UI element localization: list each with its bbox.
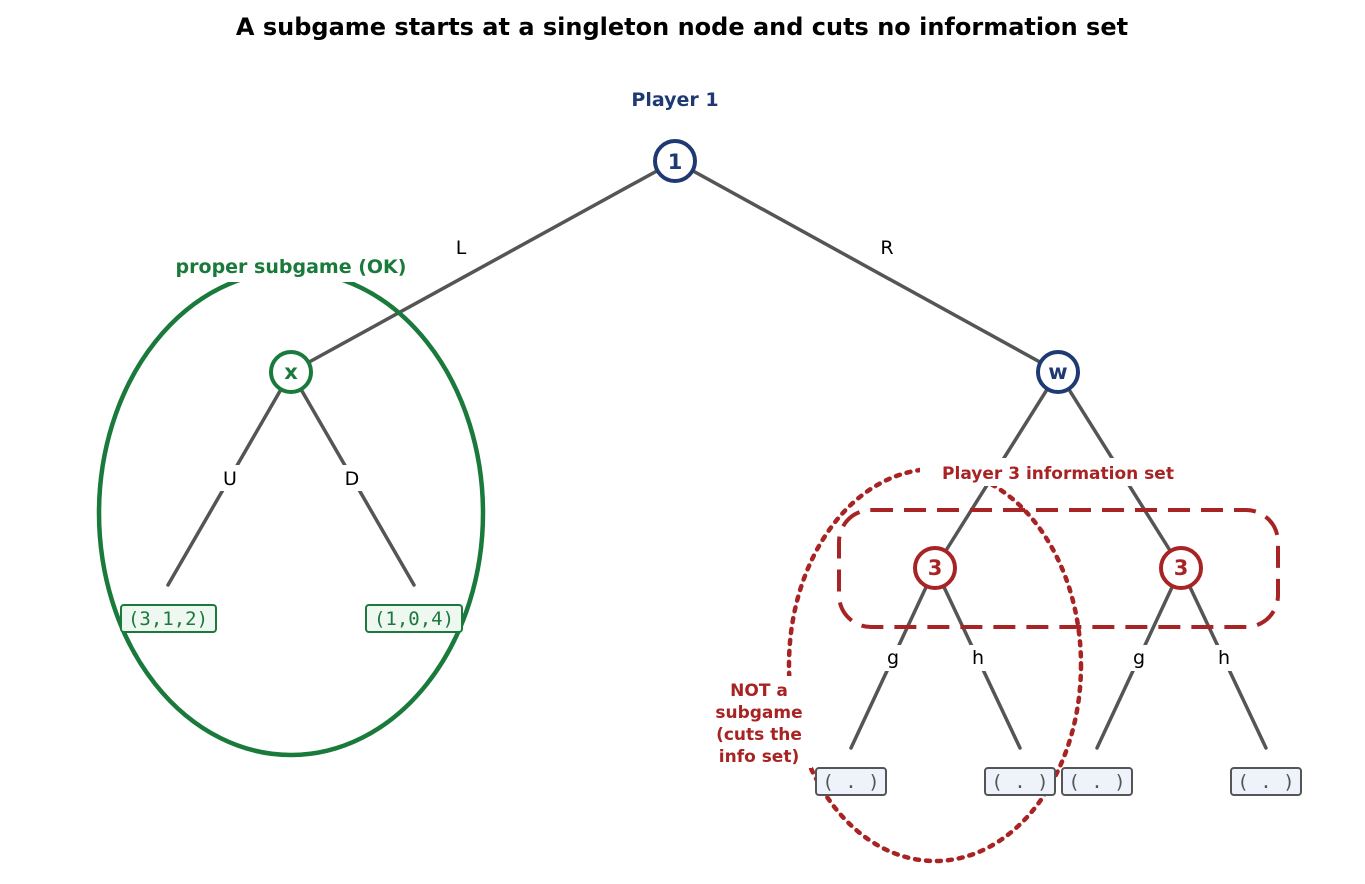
payoff-left3-h-text: ( . ) <box>991 771 1048 793</box>
proper-subgame-caption: proper subgame (OK) <box>176 256 407 278</box>
action-label-L: L <box>456 237 467 259</box>
payoff-right3-h: ( . ) <box>1230 767 1302 796</box>
payoff-right3-g-text: ( . ) <box>1068 771 1125 793</box>
player1-label: Player 1 <box>631 89 718 111</box>
player3-node-left-label: 3 <box>928 556 943 580</box>
node-x-label: x <box>284 360 298 384</box>
payoff-D: (1,0,4) <box>365 604 463 633</box>
edge-root-to-w <box>673 159 1060 374</box>
player3-node-right-label: 3 <box>1174 556 1189 580</box>
payoff-right3-g: ( . ) <box>1061 767 1133 796</box>
label-backdrop-h1 <box>967 645 989 671</box>
infoset-caption: Player 3 information set <box>942 464 1174 484</box>
root-node: 1 <box>653 139 697 183</box>
not-subgame-ellipse <box>786 466 1084 864</box>
not-subgame-note-backdrop <box>704 676 812 768</box>
action-label-h-left: h <box>972 647 984 669</box>
not-subgame-note-line1: NOT a <box>730 681 788 701</box>
label-backdrop-U <box>219 465 241 491</box>
payoff-left3-g: ( . ) <box>815 767 887 796</box>
label-backdrop-h2 <box>1213 645 1235 671</box>
label-backdrop-D <box>341 465 363 491</box>
payoff-right3-h-text: ( . ) <box>1237 771 1294 793</box>
label-backdrop-g2 <box>1128 645 1150 671</box>
proper-subgame-ellipse <box>96 268 486 758</box>
action-label-h-right: h <box>1218 647 1230 669</box>
node-x: x <box>269 350 313 394</box>
payoff-left3-g-text: ( . ) <box>822 771 879 793</box>
action-label-g-right: g <box>1133 647 1145 669</box>
player3-information-set <box>837 508 1280 629</box>
payoff-U-text: (3,1,2) <box>128 608 208 630</box>
action-label-U: U <box>223 468 237 490</box>
action-label-g-left: g <box>887 647 899 669</box>
root-node-label: 1 <box>668 150 683 174</box>
payoff-D-text: (1,0,4) <box>374 608 454 630</box>
player3-node-left: 3 <box>913 546 957 590</box>
action-label-R: R <box>880 237 893 259</box>
node-w: w <box>1036 350 1080 394</box>
not-subgame-note-line2: subgame <box>715 703 802 723</box>
action-label-D: D <box>345 468 360 490</box>
edge-root-to-x <box>289 159 677 374</box>
not-subgame-note-line3: (cuts the <box>716 725 802 745</box>
diagram-title: A subgame starts at a singleton node and… <box>236 13 1128 41</box>
player3-node-right: 3 <box>1159 546 1203 590</box>
not-subgame-note-line4: info set) <box>719 747 799 767</box>
infoset-caption-backdrop <box>920 458 1198 486</box>
subgame-caption-backdrop <box>158 252 426 282</box>
payoff-U: (3,1,2) <box>120 604 217 633</box>
node-w-label: w <box>1048 360 1067 384</box>
payoff-left3-h: ( . ) <box>984 767 1056 796</box>
label-backdrop-g1 <box>882 645 904 671</box>
